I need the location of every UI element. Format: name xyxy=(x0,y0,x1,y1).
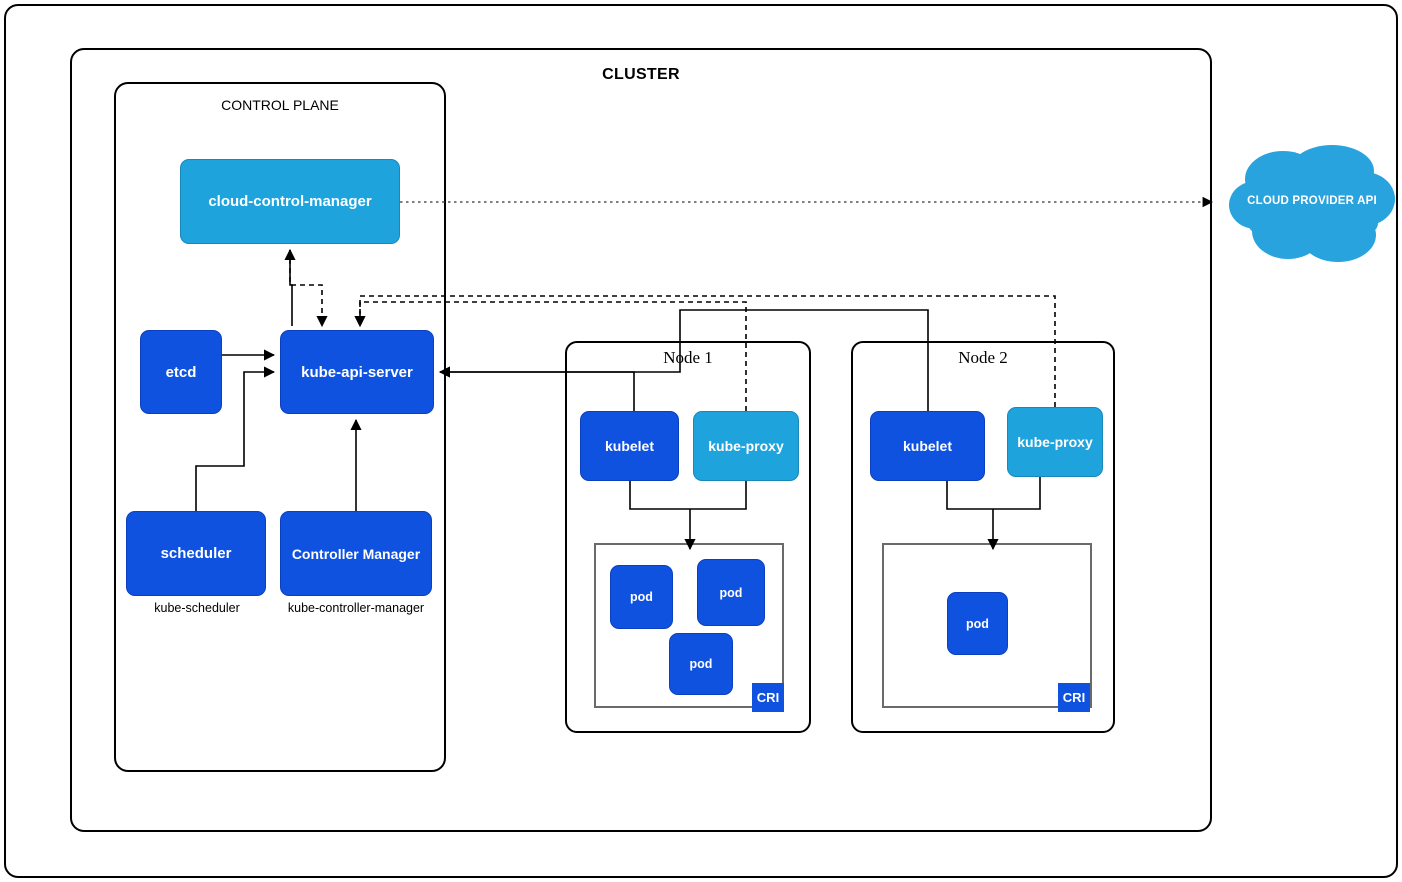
outer-frame xyxy=(4,4,1398,878)
scheduler-box[interactable]: scheduler xyxy=(126,511,266,596)
cloud-control-manager-box[interactable]: cloud-control-manager xyxy=(180,159,400,244)
control-plane-frame xyxy=(114,82,446,772)
kube-scheduler-sublabel: kube-scheduler xyxy=(154,601,240,615)
cluster-frame xyxy=(70,48,1212,832)
controller-manager-box[interactable]: Controller Manager xyxy=(280,511,432,596)
node1-pod-3[interactable]: pod xyxy=(669,633,733,695)
etcd-box[interactable]: etcd xyxy=(140,330,222,414)
cloud-provider-api-shape[interactable]: CLOUD PROVIDER API xyxy=(1228,143,1396,265)
kube-api-server-box[interactable]: kube-api-server xyxy=(280,330,434,414)
node1-pod-1[interactable]: pod xyxy=(610,565,673,629)
node1-title: Node 1 xyxy=(663,348,713,367)
node1-kube-proxy-box[interactable]: kube-proxy xyxy=(693,411,799,481)
node2-pod-1[interactable]: pod xyxy=(947,592,1008,655)
node1-pod-2[interactable]: pod xyxy=(697,559,765,626)
node1-kubelet-box[interactable]: kubelet xyxy=(580,411,679,481)
node1-cri-badge: CRI xyxy=(752,683,784,712)
kube-controller-manager-sublabel: kube-controller-manager xyxy=(287,601,425,615)
node2-kubelet-box[interactable]: kubelet xyxy=(870,411,985,481)
control-plane-title: CONTROL PLANE xyxy=(221,97,339,113)
cluster-title: CLUSTER xyxy=(602,66,680,83)
cloud-icon xyxy=(1229,145,1395,262)
node2-cri-badge: CRI xyxy=(1058,683,1090,712)
node2-kube-proxy-box[interactable]: kube-proxy xyxy=(1007,407,1103,477)
node2-title: Node 2 xyxy=(958,348,1008,367)
